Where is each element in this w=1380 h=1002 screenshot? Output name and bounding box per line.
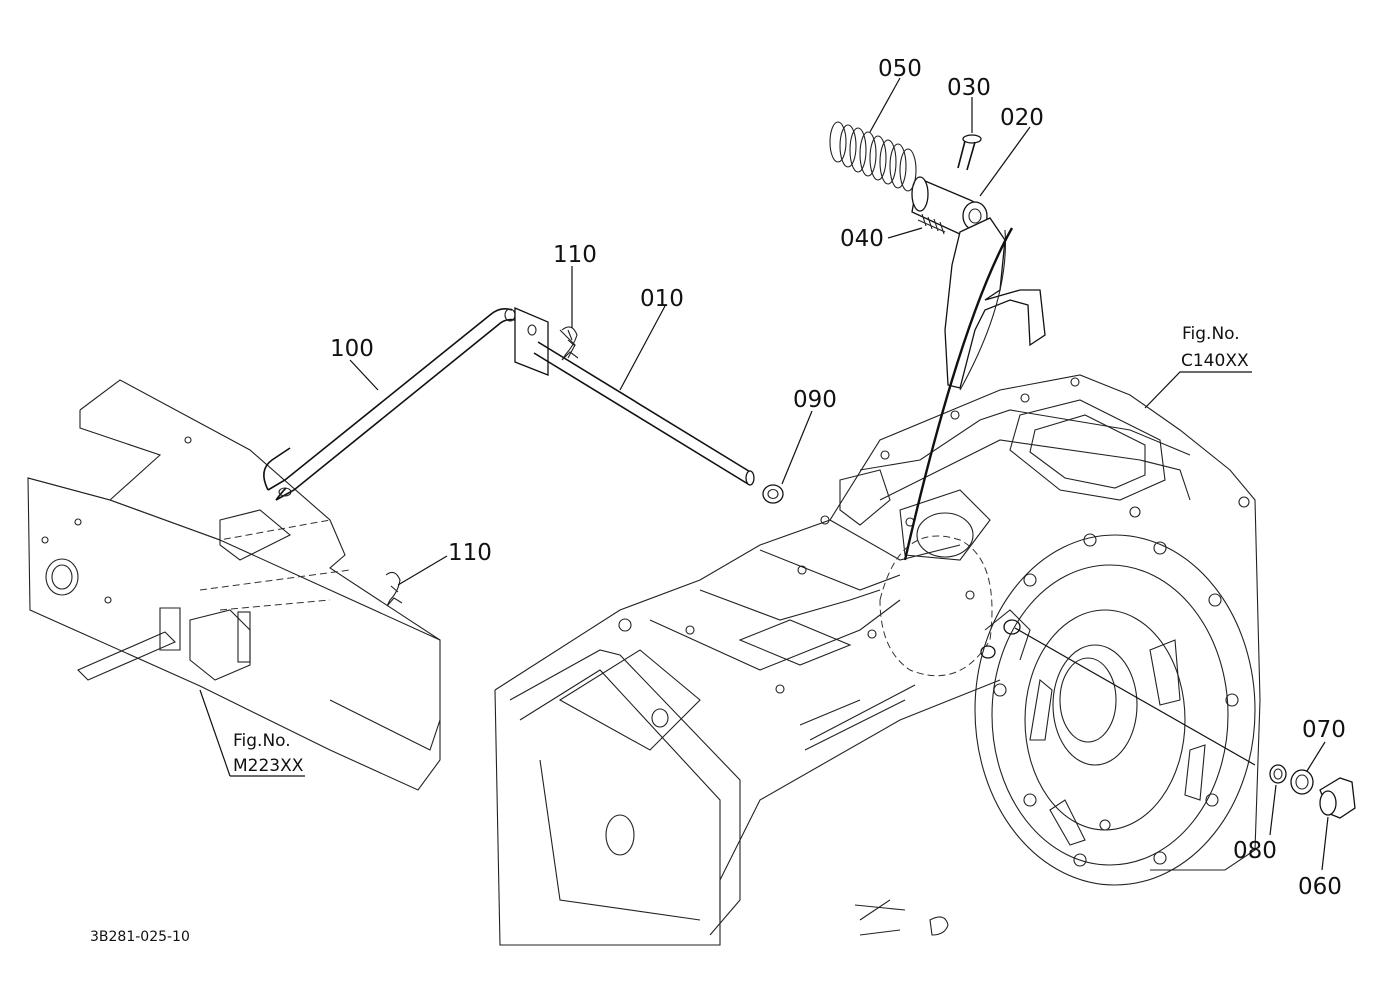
ref-m223-fig: Fig.No.	[233, 731, 291, 751]
clip-110-upper	[561, 326, 579, 361]
transmission-housing	[494, 374, 1261, 946]
label-080: 080	[1233, 838, 1277, 864]
shift-fork-020	[911, 176, 1046, 391]
label-110-upper: 110	[553, 242, 597, 268]
leader-110-lower	[397, 555, 448, 586]
label-060: 060	[1298, 874, 1342, 900]
label-090: 090	[793, 387, 837, 413]
seal-070	[1290, 769, 1314, 795]
label-110-lower: 110	[448, 540, 492, 566]
leader-060	[1321, 816, 1329, 871]
clip-110-lower	[385, 571, 403, 607]
drawing-code: 3B281-025-10	[90, 929, 190, 945]
shift-rod-100	[263, 308, 516, 501]
label-070: 070	[1302, 717, 1346, 743]
leader-070	[1306, 741, 1326, 772]
shift-shaft-010	[514, 307, 755, 486]
center-axis-line	[1014, 627, 1256, 766]
leader-040	[887, 227, 923, 239]
plug-060	[1319, 777, 1356, 819]
leader-020	[979, 126, 1031, 197]
label-020: 020	[1000, 105, 1044, 131]
spring-050	[829, 121, 917, 192]
ref-c140-fig: Fig.No.	[1182, 324, 1240, 344]
leader-c140	[1144, 371, 1252, 409]
ref-m223-num: M223XX	[233, 756, 304, 776]
leader-m223	[199, 689, 305, 777]
label-050: 050	[878, 56, 922, 82]
o-ring-080	[1269, 764, 1287, 784]
label-010: 010	[640, 286, 684, 312]
label-100: 100	[330, 336, 374, 362]
leader-080	[1269, 784, 1277, 836]
pin-030	[957, 134, 982, 171]
leader-090	[781, 410, 813, 485]
ref-c140-num: C140XX	[1181, 351, 1249, 371]
label-030: 030	[947, 75, 991, 101]
spring-pin-040	[917, 213, 946, 235]
label-040: 040	[840, 226, 884, 252]
leader-100	[349, 359, 379, 391]
leader-010	[619, 305, 666, 391]
side-panel-assembly	[27, 379, 441, 791]
fork-assembly-line	[903, 227, 1014, 561]
leader-050	[869, 77, 901, 133]
collar-090	[762, 484, 784, 504]
